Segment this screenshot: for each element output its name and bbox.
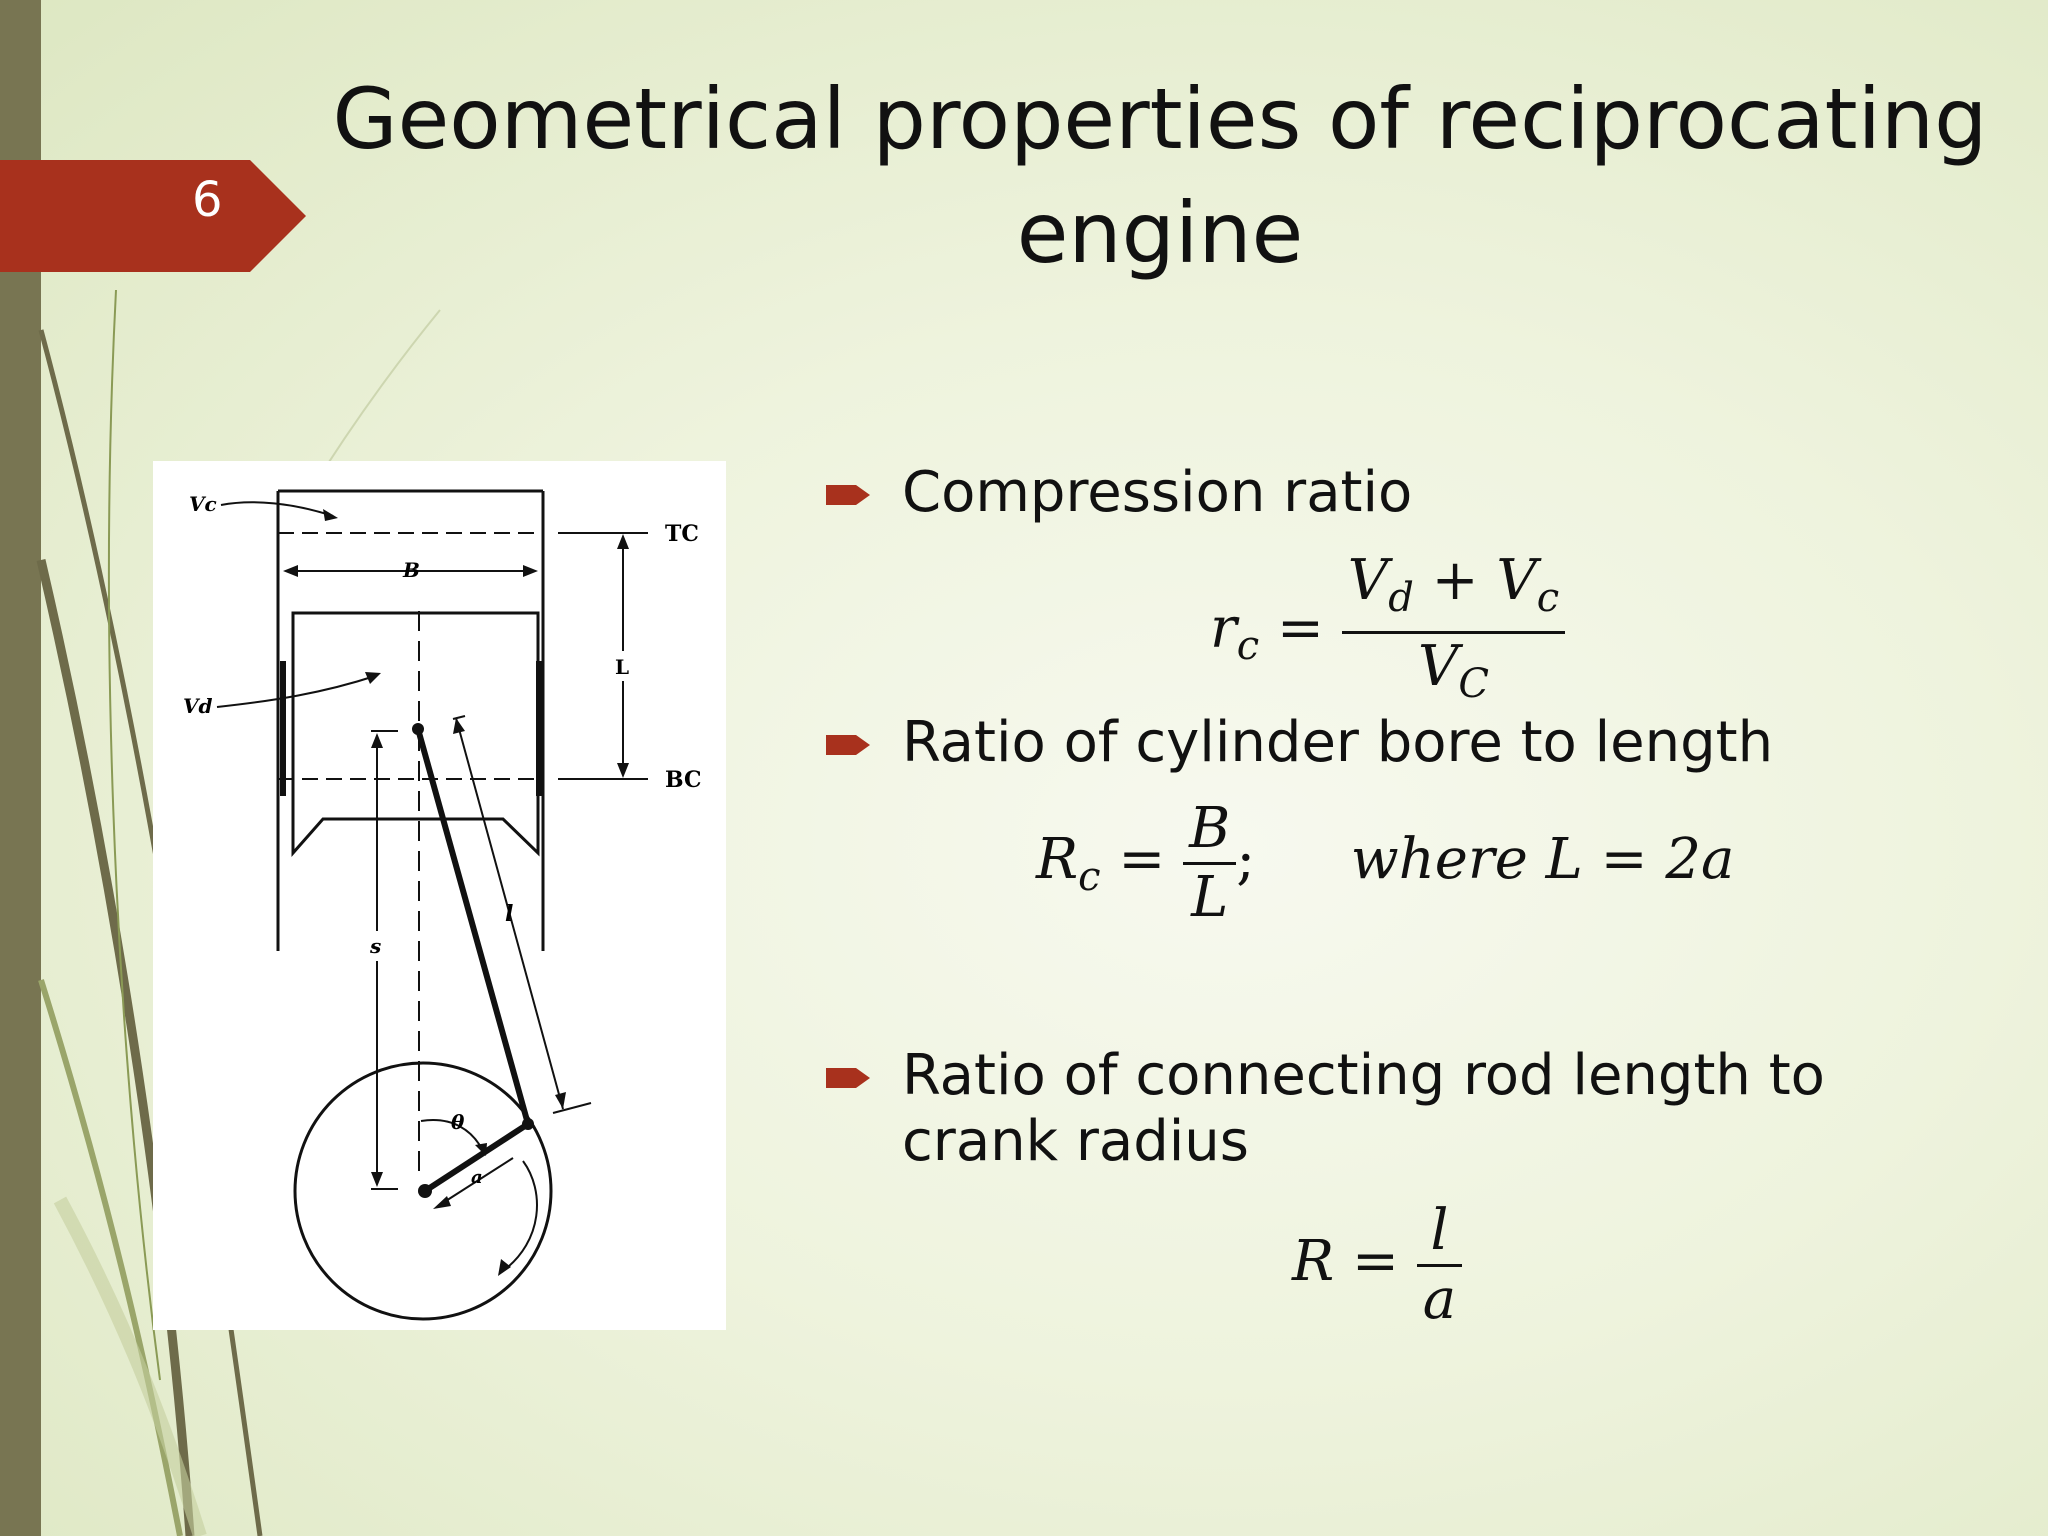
num: B [1189,796,1231,861]
bullet-arrow-icon [826,1068,870,1088]
den: L [1191,865,1229,930]
num: l [1430,1198,1449,1263]
label-bc: BC [665,767,702,793]
where-clause: where L = 2a [1350,827,1735,892]
den-sub: C [1458,661,1489,707]
den: V [1417,634,1459,699]
slide-number-tab [0,160,306,272]
label-tc: TC [665,521,699,547]
bullet-text: Ratio of connecting rod length to crank … [902,1043,1825,1174]
formula-lhs-sub: c [1078,854,1101,900]
fraction: B L [1183,796,1237,931]
engine-diagram: TC B Vc Vd BC L s [153,461,726,1330]
slide-title: Geometrical properties of reciprocating … [300,62,2020,290]
label-stroke: L [615,655,629,679]
label-rod: l [505,901,513,927]
formula-rod-ratio: R = l a [1292,1198,1463,1333]
label-vc: Vc [189,492,217,516]
label-crank: a [471,1167,483,1188]
bullet-bore-ratio: Ratio of cylinder bore to length [826,710,1773,776]
formula-lhs: R [1292,1229,1335,1294]
label-theta: θ [451,1110,465,1134]
slide-number: 6 [192,172,223,228]
label-bore: B [402,558,420,582]
bullet-rod-ratio: Ratio of connecting rod length to crank … [826,1043,1956,1175]
bullet-compression-ratio: Compression ratio [826,460,1412,526]
bullet-text: Ratio of cylinder bore to length [902,710,1774,775]
slide-title-line-1: Geometrical properties of reciprocating [332,70,1988,168]
formula-compression-ratio: rc = Vd + Vc VC [1210,548,1566,717]
label-vd: Vd [183,694,213,718]
fraction: l a [1416,1198,1463,1333]
plus-sign: + [1431,548,1479,613]
num-b: V [1496,548,1537,613]
fraction: Vd + Vc VC [1341,548,1566,717]
formula-lhs-sub: c [1236,623,1260,669]
formula-lhs: R [1036,827,1079,892]
label-s: s [369,934,381,958]
den: a [1422,1267,1457,1332]
slide-title-line-2: engine [1016,184,1304,282]
bullet-arrow-icon [826,735,870,755]
num-a: V [1347,548,1389,613]
formula-lhs: r [1210,596,1237,661]
formula-bore-ratio: Rc = B L ; where L = 2a [1036,796,1735,931]
bullet-text: Compression ratio [902,460,1413,525]
semicolon: ; [1236,827,1256,892]
num-b-sub: c [1536,575,1560,621]
num-a-sub: d [1388,575,1414,621]
bullet-arrow-icon [826,485,870,505]
